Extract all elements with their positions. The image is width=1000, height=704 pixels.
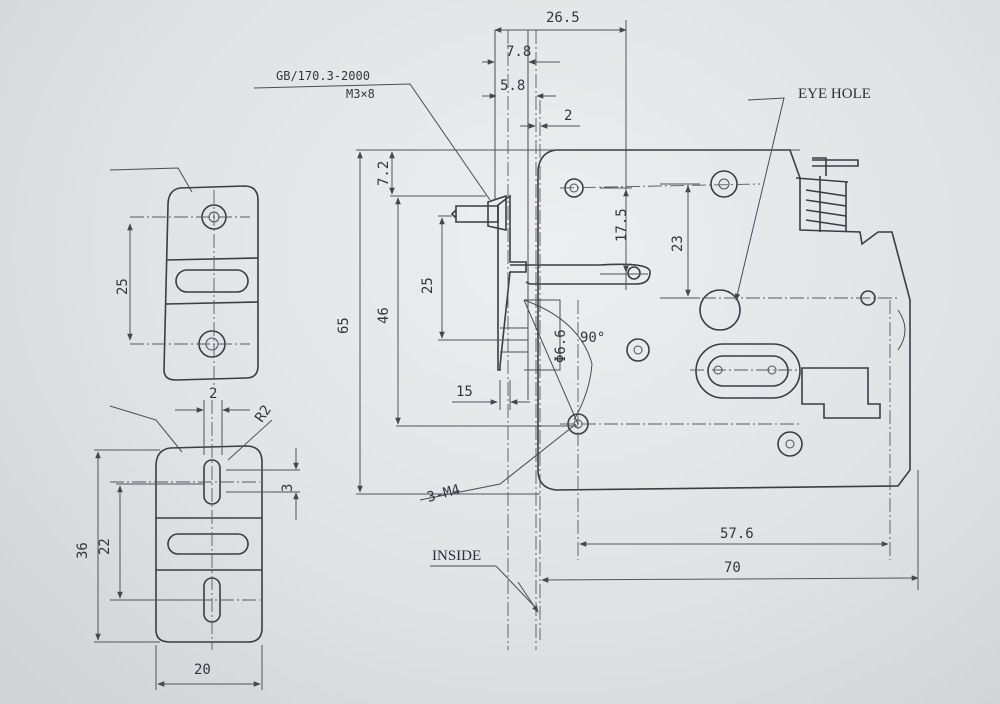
dim-57-6: 57.6	[720, 526, 754, 542]
bracket-top-view	[109, 167, 259, 385]
dim-7-8: 7.8	[506, 44, 531, 60]
dim-2-top: 2	[564, 108, 572, 124]
latch-plate-front-view	[537, 97, 919, 590]
dim-7-2: 7.2	[376, 161, 392, 186]
dim-70: 70	[724, 560, 741, 576]
dim-23: 23	[670, 235, 686, 252]
inside-label: INSIDE	[432, 548, 481, 564]
radius-label: R2	[252, 402, 275, 425]
dim-36: 36	[75, 542, 91, 559]
dim-2-left: 2	[209, 386, 217, 402]
dim-15: 15	[456, 384, 473, 400]
tapped-holes-label: 3-M4	[425, 482, 462, 506]
dim-65: 65	[336, 317, 352, 334]
dim-22: 22	[97, 538, 113, 555]
dim-46: 46	[376, 307, 392, 324]
dim-25-mid: 25	[420, 277, 436, 294]
dim-17-5: 17.5	[614, 208, 630, 242]
dim-5-8: 5.8	[500, 78, 525, 94]
dim-20: 20	[194, 662, 211, 678]
standard-label: GB/170.3-2000	[276, 69, 370, 83]
hole-dia-label: Φ6.6	[553, 329, 569, 363]
eye-hole-label: EYE HOLE	[798, 86, 871, 102]
dim-25-left: 25	[115, 278, 131, 295]
screw-label: M3×8	[346, 87, 375, 101]
angle-label: 90°	[580, 330, 605, 346]
bracket-bottom-view	[94, 400, 300, 690]
dim-3: 3	[280, 484, 296, 492]
side-section-view	[253, 20, 800, 650]
dim-26-5: 26.5	[546, 10, 580, 26]
